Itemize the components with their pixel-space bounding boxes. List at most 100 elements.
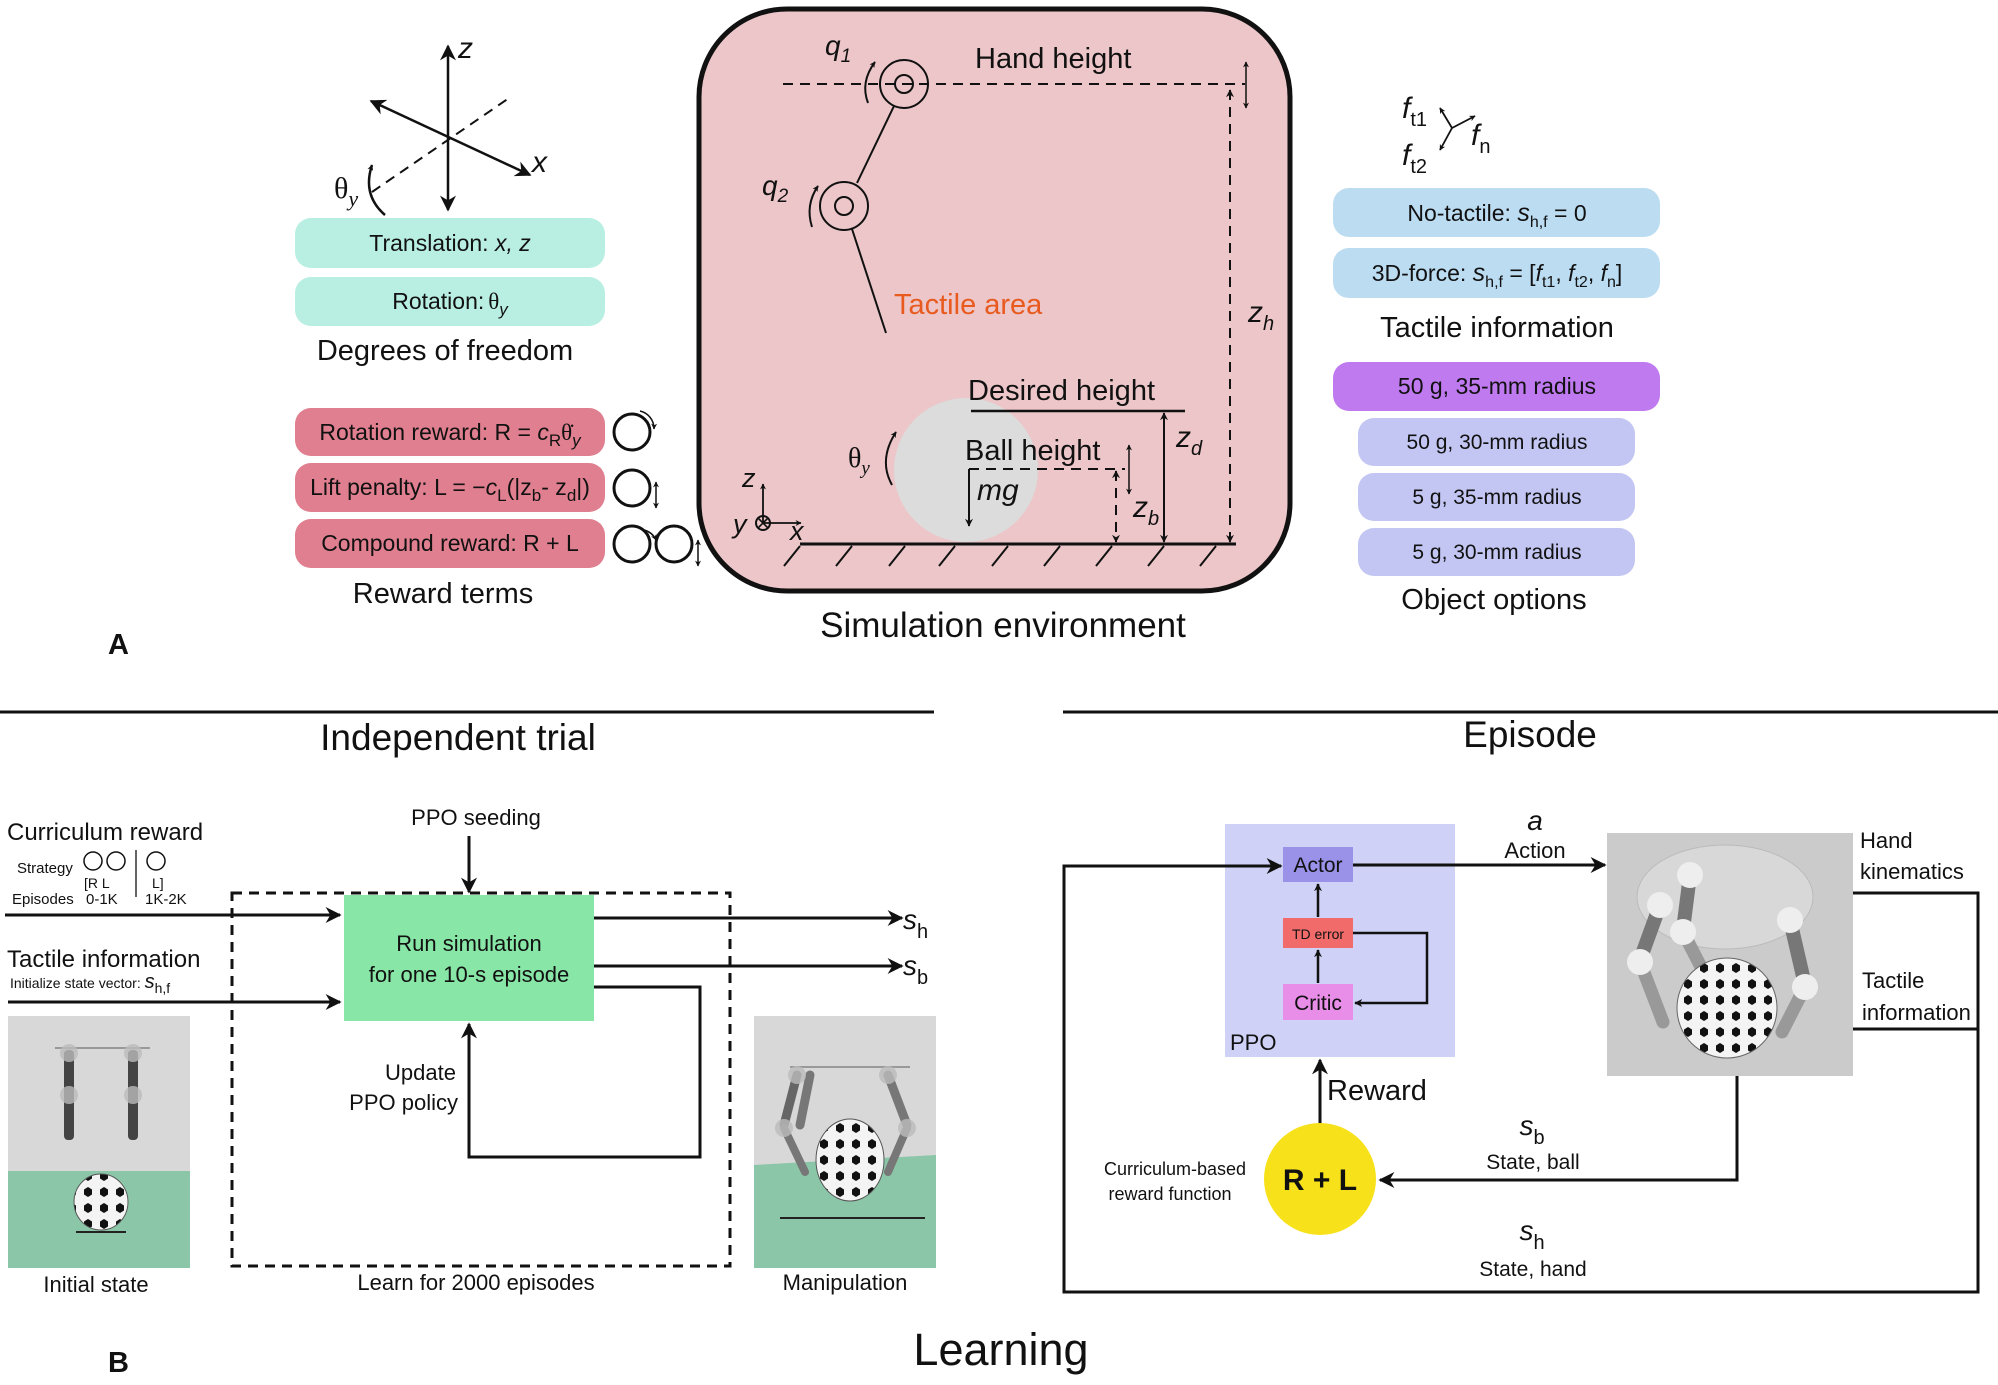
reward-lift-pill: Lift penalty: L = −cL(|zb- zd|) bbox=[295, 463, 605, 512]
lift-circle-icon bbox=[612, 468, 659, 509]
mg-label: mg bbox=[977, 474, 1019, 507]
ft1-label: ft1 bbox=[1402, 92, 1427, 131]
ppo-label: PPO bbox=[1230, 1030, 1276, 1055]
object-option[interactable]: 50 g, 30-mm radius bbox=[1358, 418, 1635, 466]
panel-label-b: B bbox=[108, 1347, 129, 1379]
panel-label-a: A bbox=[108, 629, 129, 661]
object-option[interactable]: 5 g, 30-mm radius bbox=[1358, 528, 1635, 576]
curriculum-title: Curriculum reward bbox=[7, 819, 203, 846]
tactile-info-line2: information bbox=[1862, 1000, 1971, 1025]
hand-kinematics-line2: kinematics bbox=[1860, 859, 1964, 884]
actor-label: Actor bbox=[1293, 854, 1342, 877]
3d-force-label: 3D-force: sh,f = [ft1, ft2, fn] bbox=[1372, 259, 1623, 291]
sim-theta-label: θy bbox=[848, 443, 870, 479]
reward-rotation-pill: Rotation reward: R = cRθ̇y bbox=[295, 408, 605, 456]
frame-x-label: x bbox=[788, 516, 805, 546]
manipulation-image bbox=[754, 1016, 936, 1268]
object-option-selected[interactable]: 50 g, 35-mm radius bbox=[1333, 362, 1660, 411]
trial-title: Independent trial bbox=[320, 717, 596, 758]
dof-translation-pill: Translation: x, z bbox=[295, 218, 605, 268]
hand-render-image bbox=[1607, 833, 1853, 1076]
initial-state-image bbox=[8, 1016, 190, 1268]
object-option[interactable]: 5 g, 35-mm radius bbox=[1358, 473, 1635, 521]
q2-label: q2 bbox=[762, 170, 789, 207]
state-hand-symbol: sh bbox=[1519, 1215, 1544, 1254]
episodes-values-1: 0-1K bbox=[86, 891, 118, 908]
axis-z-label: z bbox=[457, 32, 473, 65]
ground-hatch bbox=[783, 542, 1236, 567]
action-label: Action bbox=[1504, 838, 1565, 863]
run-sim-line1: Run simulation bbox=[396, 931, 542, 956]
link-upper bbox=[856, 105, 895, 184]
frame-z-label: z bbox=[741, 463, 756, 493]
update-line1: Update bbox=[385, 1060, 456, 1085]
object-option-label: 5 g, 30-mm radius bbox=[1412, 541, 1581, 564]
hand-kinematics-line1: Hand bbox=[1860, 828, 1913, 853]
ft2-label: ft2 bbox=[1402, 139, 1427, 178]
reward-fn-caption-line2: reward function bbox=[1108, 1184, 1231, 1204]
episodes-values-2: 1K-2K bbox=[145, 891, 187, 908]
initial-state-caption: Initial state bbox=[43, 1272, 148, 1297]
rotation-circle-icon bbox=[612, 410, 658, 452]
dof-rotation-pill: Rotation:θy bbox=[295, 277, 605, 326]
fn-label: fn bbox=[1471, 119, 1490, 158]
reward-function-node: R + L bbox=[1264, 1123, 1376, 1235]
trial-tactile-title: Tactile information bbox=[7, 946, 200, 973]
manipulation-caption: Manipulation bbox=[783, 1270, 908, 1295]
action-symbol: a bbox=[1527, 805, 1543, 836]
curriculum-strategy: Strategy [R L L] Episodes 0-1K 1K-2K bbox=[12, 850, 187, 908]
tactile-caption: Tactile information bbox=[1380, 312, 1614, 344]
lift-penalty-label: Lift penalty: L = −cL(|zb- zd|) bbox=[310, 474, 590, 505]
link-lower bbox=[851, 228, 887, 334]
ppo-block: PPO Actor TD error Critic bbox=[1225, 824, 1455, 1057]
desired-height-label: Desired height bbox=[968, 375, 1155, 407]
objects-caption: Object options bbox=[1401, 584, 1586, 616]
object-option-label: 50 g, 35-mm radius bbox=[1398, 373, 1596, 399]
ball-shape bbox=[894, 398, 1038, 542]
tactile-area-label: Tactile area bbox=[894, 289, 1043, 321]
no-tactile-label: No-tactile: sh,f = 0 bbox=[1407, 199, 1586, 231]
compound-circles-icon bbox=[612, 524, 701, 567]
strategy-label: Strategy bbox=[17, 860, 73, 877]
compound-reward-label: Compound reward: R + L bbox=[321, 530, 579, 556]
output-sb-label: sb bbox=[903, 950, 928, 989]
object-option-label: 50 g, 30-mm radius bbox=[1407, 431, 1588, 454]
run-simulation-box: Run simulation for one 10-s episode bbox=[344, 895, 594, 1021]
reward-function-label: R + L bbox=[1283, 1164, 1357, 1197]
simulation-environment: Hand height q1 q2 Tactile area zh Desire… bbox=[696, 6, 1293, 594]
object-option-label: 5 g, 35-mm radius bbox=[1412, 486, 1581, 509]
output-sh-label: sh bbox=[903, 904, 928, 943]
dof-caption: Degrees of freedom bbox=[317, 335, 573, 367]
update-line2: PPO policy bbox=[349, 1090, 458, 1115]
learning-title: Learning bbox=[913, 1324, 1088, 1375]
init-state-vector-label: Initialize state vector: sh,f bbox=[10, 971, 170, 996]
hand-height-label: Hand height bbox=[975, 43, 1131, 75]
actor-box: Actor bbox=[1283, 847, 1353, 882]
theta-label: θy bbox=[334, 172, 358, 211]
zb-label: zb bbox=[1132, 491, 1159, 530]
translation-label: Translation: x, z bbox=[369, 230, 531, 256]
q1-label: q1 bbox=[825, 30, 851, 67]
ball-height-label: Ball height bbox=[965, 435, 1100, 467]
tactile-info-line1: Tactile bbox=[1862, 968, 1924, 993]
episode-title: Episode bbox=[1463, 714, 1597, 755]
zh-label: zh bbox=[1247, 296, 1274, 335]
critic-box: Critic bbox=[1283, 984, 1353, 1020]
state-ball-label: State, ball bbox=[1486, 1151, 1579, 1174]
pill-bg bbox=[295, 218, 605, 268]
rotation-reward-label: Rotation reward: R = cRθ̇y bbox=[319, 419, 582, 450]
3d-force-pill: 3D-force: sh,f = [ft1, ft2, fn] bbox=[1333, 248, 1660, 298]
learn-loop-box bbox=[230, 891, 732, 1268]
strategy-values-2: L] bbox=[152, 875, 164, 891]
episodes-label: Episodes bbox=[12, 891, 74, 908]
strategy-values-1: [R L bbox=[84, 875, 110, 891]
reward-label: Reward bbox=[1327, 1075, 1427, 1107]
td-error-label: TD error bbox=[1292, 926, 1344, 942]
ppo-seeding-label: PPO seeding bbox=[411, 805, 541, 830]
critic-label: Critic bbox=[1294, 992, 1342, 1015]
pill-bg bbox=[295, 277, 605, 326]
reward-terms-caption: Reward terms bbox=[353, 578, 534, 610]
dof-axes-icon: z x θy bbox=[334, 32, 548, 216]
axis-x-label: x bbox=[530, 146, 548, 179]
